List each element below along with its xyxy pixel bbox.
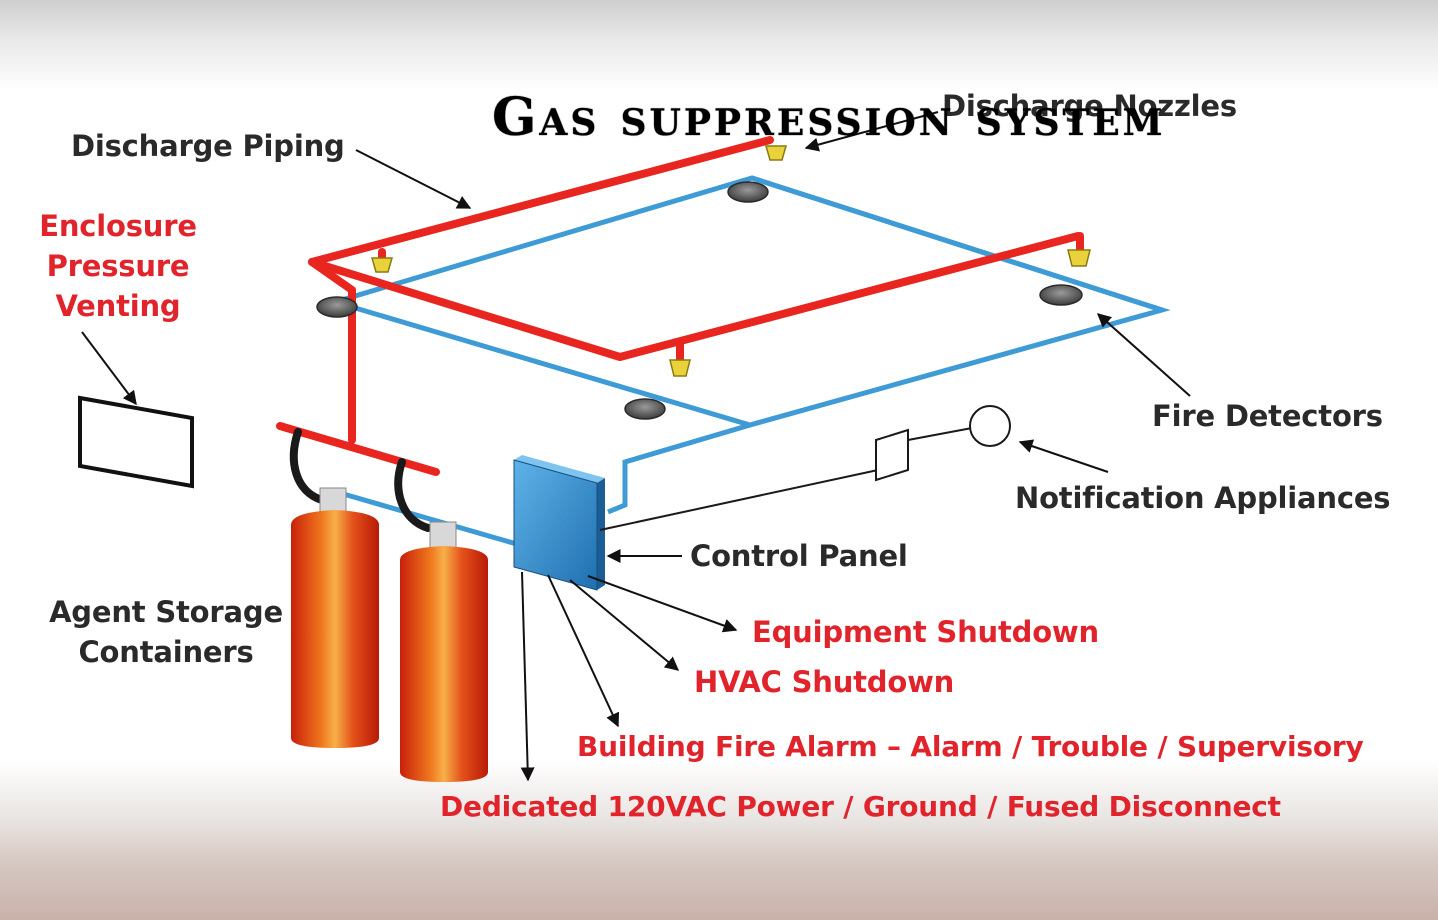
agent-storage-containers bbox=[291, 487, 488, 782]
cylinder-left bbox=[291, 510, 379, 748]
horn-icon bbox=[969, 405, 1011, 447]
label-control-panel: Control Panel bbox=[690, 539, 908, 573]
fire-detectors bbox=[316, 181, 1083, 420]
label-discharge-nozzles: Discharge Nozzles bbox=[942, 89, 1237, 123]
label-building-fire-alarm: Building Fire Alarm – Alarm / Trouble / … bbox=[577, 730, 1364, 763]
detector-icon bbox=[316, 296, 358, 318]
nozzle-icon bbox=[669, 359, 691, 377]
discharge-nozzles bbox=[371, 145, 1091, 377]
pressure-vent-panel bbox=[78, 395, 194, 489]
notification-appliances bbox=[599, 405, 1011, 531]
detector-icon bbox=[624, 398, 666, 420]
nozzle-icon bbox=[765, 145, 787, 161]
leader-lines bbox=[81, 111, 1191, 782]
label-enclosure-line2: Pressure bbox=[46, 249, 190, 284]
label-enclosure-line1: Enclosure bbox=[39, 209, 197, 243]
cylinder-right bbox=[400, 546, 488, 782]
label-enclosure-pressure-venting: Enclosure Pressure Venting bbox=[30, 206, 206, 326]
nozzle-icon bbox=[371, 257, 393, 273]
label-hvac-shutdown: HVAC Shutdown bbox=[694, 665, 955, 699]
discharge-piping bbox=[276, 136, 1084, 476]
detector-icon bbox=[1039, 284, 1083, 306]
label-dedicated-power: Dedicated 120VAC Power / Ground / Fused … bbox=[440, 790, 1281, 823]
label-agent-storage-containers: Agent Storage Containers bbox=[44, 592, 288, 672]
control-panel-box bbox=[513, 455, 605, 591]
label-discharge-piping: Discharge Piping bbox=[71, 129, 345, 163]
detection-wiring bbox=[334, 175, 1171, 548]
label-enclosure-line3: Venting bbox=[55, 289, 181, 324]
label-equipment-shutdown: Equipment Shutdown bbox=[752, 615, 1099, 649]
strobe-icon bbox=[875, 428, 909, 482]
agent-hoses bbox=[289, 428, 432, 532]
nozzle-icon bbox=[1067, 249, 1091, 267]
label-fire-detectors: Fire Detectors bbox=[1152, 399, 1383, 433]
label-agent-storage-line2: Containers bbox=[78, 635, 254, 670]
label-notification-appliances: Notification Appliances bbox=[1015, 481, 1391, 515]
detector-icon bbox=[727, 181, 769, 203]
label-agent-storage-line1: Agent Storage bbox=[49, 595, 283, 629]
page-title: Gas suppression system bbox=[492, 87, 1166, 148]
